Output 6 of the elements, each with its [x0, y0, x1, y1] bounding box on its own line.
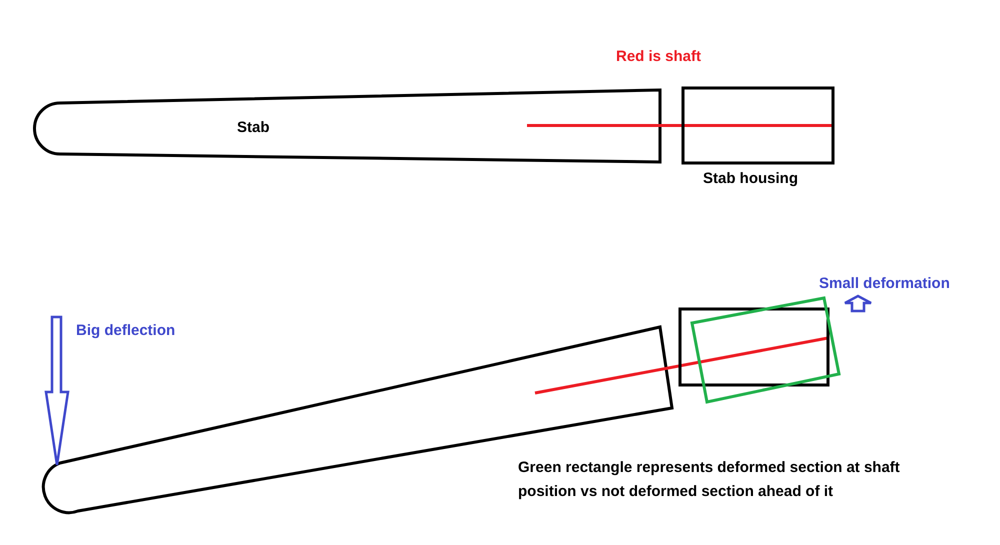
annotation-label: Big deflection [76, 322, 176, 339]
note-text: Green rectangle represents deformed section at shaft position vs not deformed section ahead of it [518, 458, 901, 502]
part-label: Stab housing [703, 170, 798, 187]
part-label: Stab [237, 119, 270, 136]
annotation-label: Red is shaft [616, 48, 702, 65]
annotation-label: Small deformation [819, 275, 950, 292]
